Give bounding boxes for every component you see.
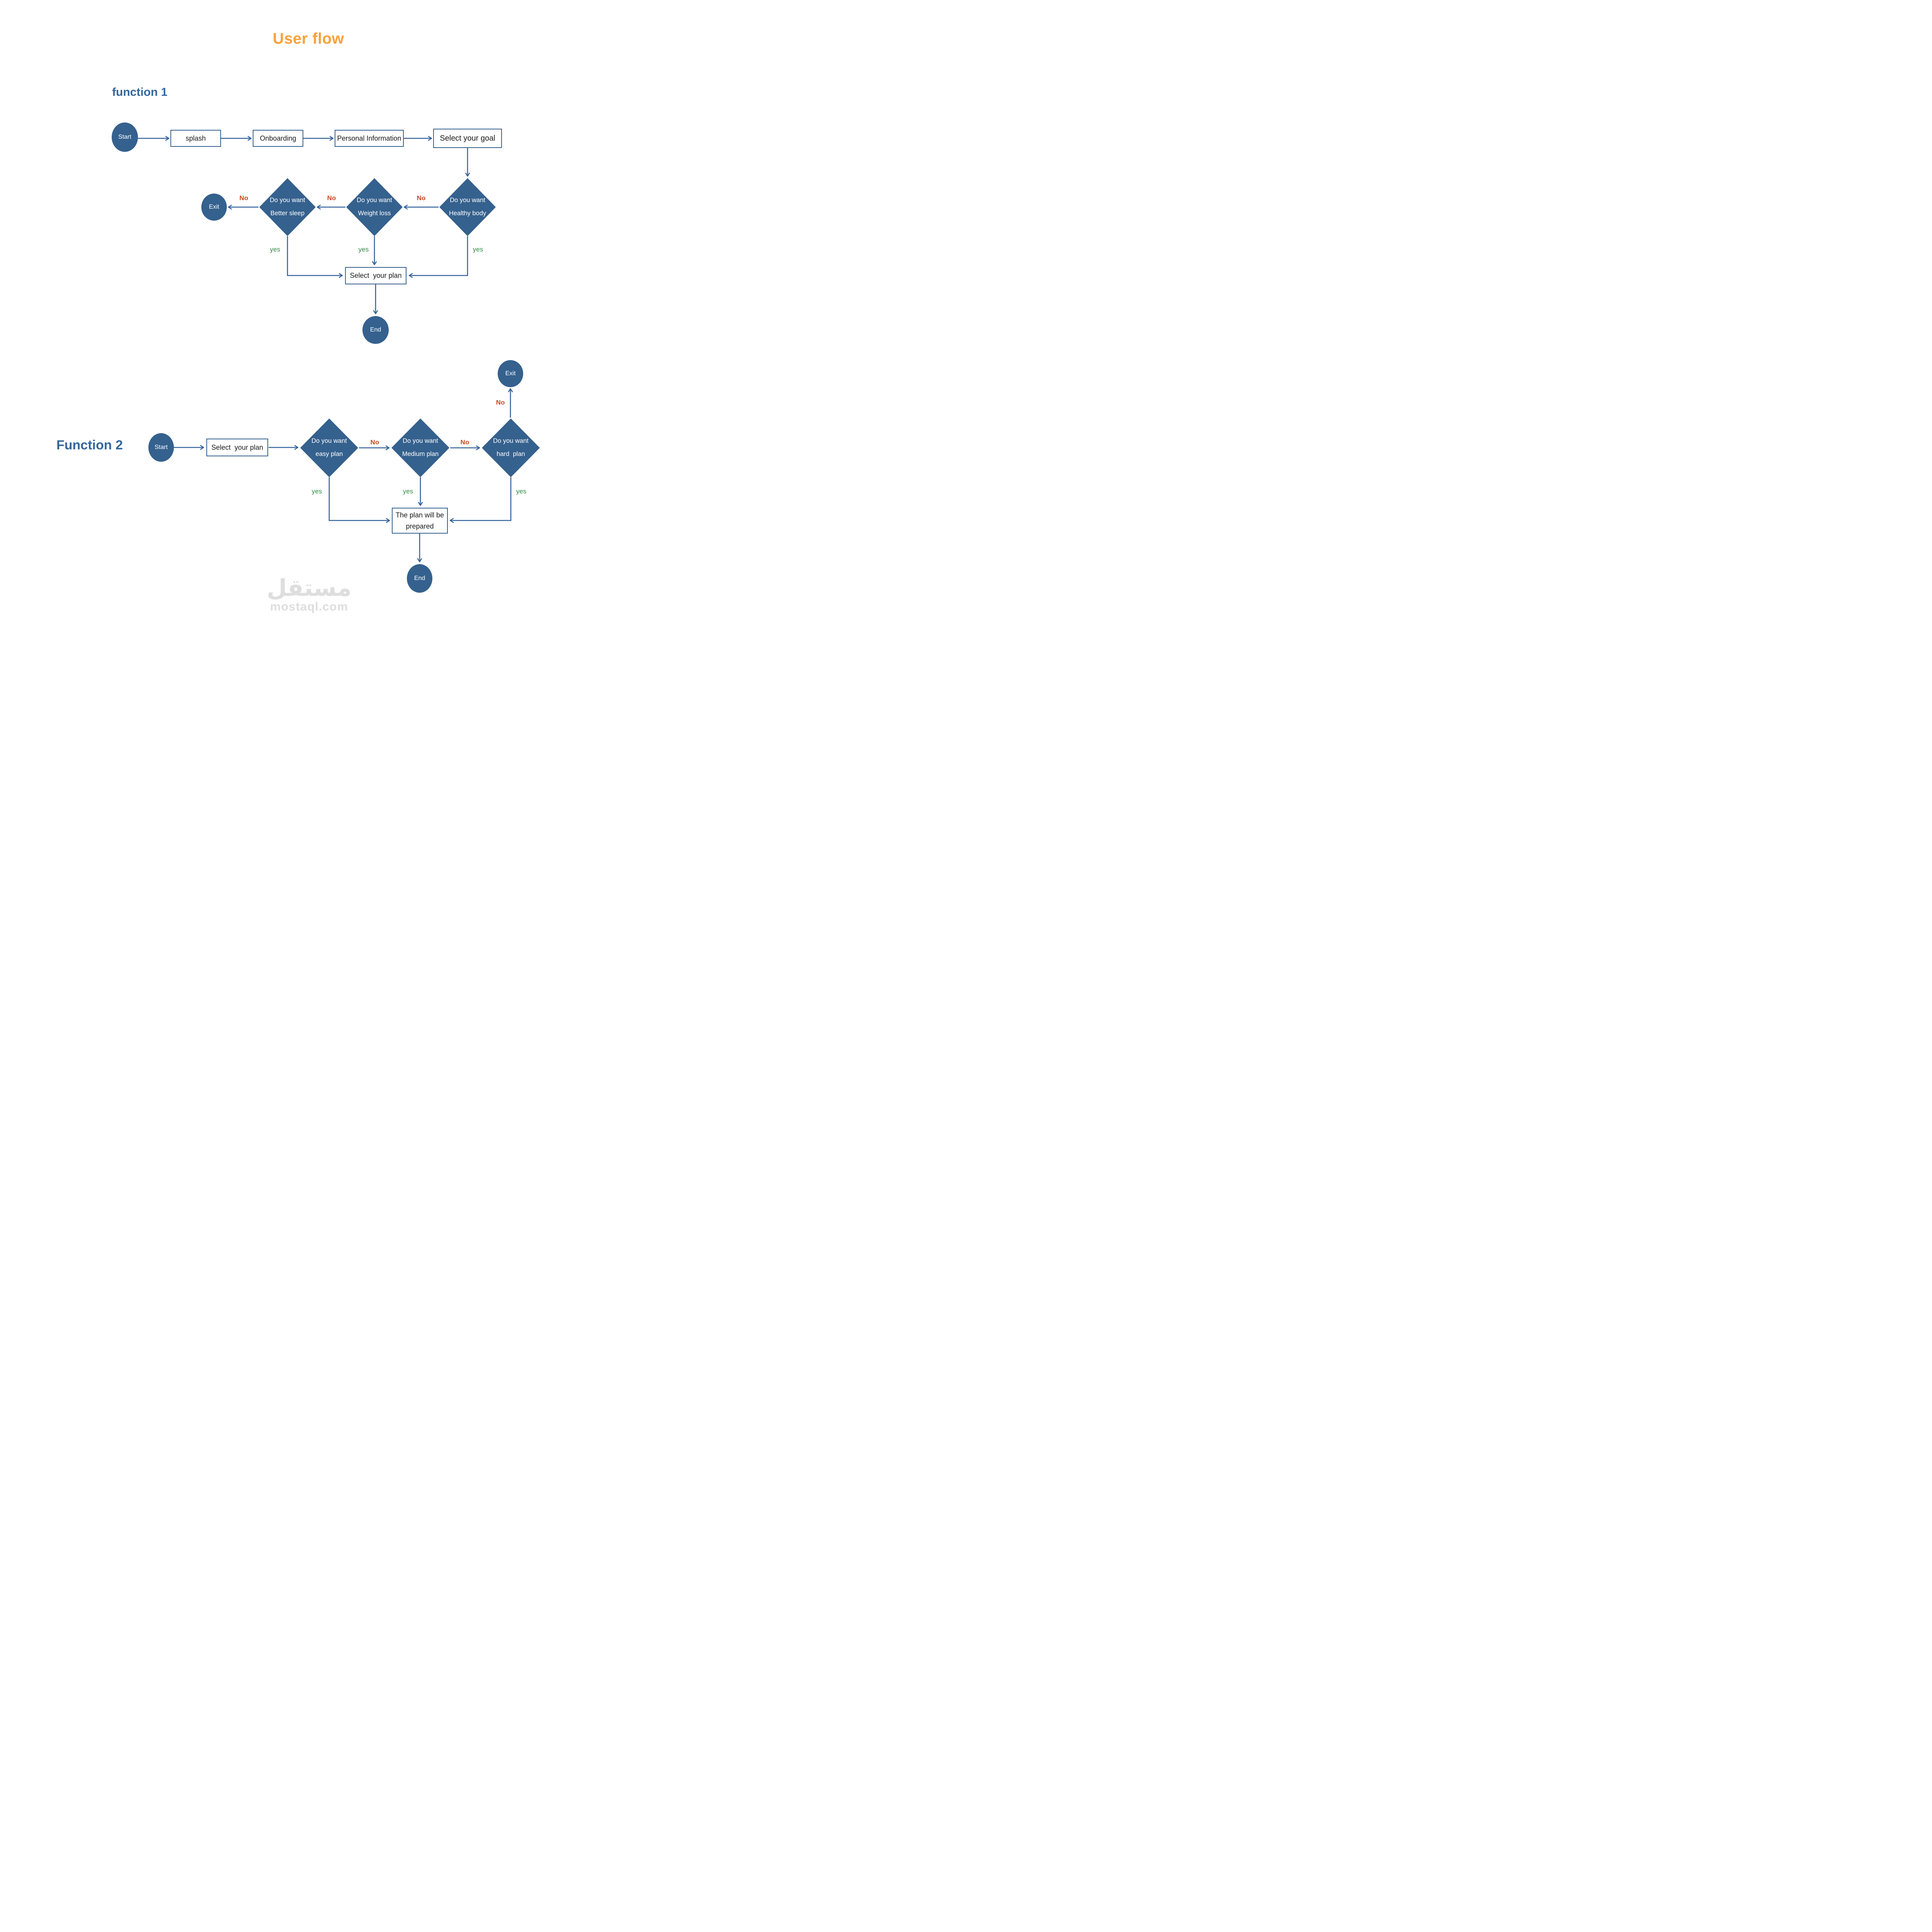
select-goal-label: Select your goal: [440, 134, 495, 143]
user-flow-diagram: User flow function 1 Start splash Onboar…: [0, 0, 618, 621]
function2-start-node: Start: [148, 433, 174, 462]
watermark-domain: mostaql.com: [270, 600, 349, 613]
connector-layer: [138, 136, 513, 563]
function2-label: Function 2: [56, 438, 123, 452]
arrow-yes-healthy-plan: [408, 236, 468, 278]
function1-select-plan-step: Select your plan: [345, 267, 406, 284]
decision-text: Do you want: [357, 197, 392, 204]
edge-label-no: No: [370, 439, 379, 446]
function2-end-node: End: [407, 564, 432, 593]
decision-text: Do you want: [270, 197, 305, 204]
arrow-yes-easy-prepared: [328, 477, 390, 523]
decision-text: Do you want: [493, 437, 529, 445]
exit-label: Exit: [209, 204, 219, 210]
select-plan-label: Select your plan: [350, 272, 402, 279]
personal-information-label: Personal Information: [337, 134, 401, 142]
decision-text: Better sleep: [270, 210, 305, 217]
decision-text: Do you want: [450, 197, 485, 204]
edge-label-no: No: [327, 194, 336, 202]
edge-label-no: No: [496, 399, 505, 406]
arrow-yes-hard-prepared: [449, 477, 512, 523]
edge-label-no: No: [460, 439, 469, 446]
decision-text: Do you want: [311, 437, 347, 445]
onboarding-label: Onboarding: [260, 134, 296, 142]
mostaql-watermark: مستقل mostaql.com: [267, 575, 352, 613]
page-title: User flow: [272, 30, 344, 47]
edge-label-yes: yes: [311, 488, 322, 495]
arrow-yes-sleep-plan: [287, 236, 343, 278]
watermark-arabic-logo: مستقل: [267, 575, 352, 601]
function1-select-goal-step: Select your goal: [433, 129, 502, 148]
decision-text: hard plan: [497, 451, 525, 457]
function1-exit-node: Exit: [201, 194, 227, 221]
end-label: End: [414, 575, 425, 582]
end-label: End: [370, 327, 381, 333]
splash-label: splash: [185, 134, 206, 142]
function1-label: function 1: [112, 86, 168, 99]
select-plan-label: Select your plan: [211, 443, 264, 451]
edge-label-yes: yes: [270, 246, 281, 253]
edge-label-yes: yes: [358, 246, 369, 253]
function2-exit-node: Exit: [498, 360, 523, 387]
function1-personal-information-step: Personal Information: [335, 130, 404, 147]
edge-label-yes: yes: [516, 488, 527, 495]
prepared-text: prepared: [406, 522, 434, 530]
decision-text: easy plan: [315, 451, 343, 457]
decision-text: Do you want: [403, 437, 438, 445]
function2-plan-prepared-step: The plan will be prepared: [392, 508, 448, 534]
edge-label-no: No: [239, 194, 248, 202]
edge-label-yes: yes: [473, 246, 483, 253]
edge-label-yes: yes: [403, 488, 413, 495]
function1-end-node: End: [362, 316, 389, 344]
function1-start-node: Start: [112, 122, 138, 152]
decision-text: Healthy body: [449, 210, 486, 217]
decision-text: Medium plan: [402, 451, 439, 457]
prepared-text: The plan will be: [395, 511, 444, 519]
function2-select-plan-step: Select your plan: [206, 439, 268, 456]
start-label: Start: [155, 444, 168, 451]
start-label: Start: [118, 134, 131, 140]
exit-label: Exit: [505, 370, 516, 377]
function1-splash-step: splash: [170, 130, 221, 147]
function1-onboarding-step: Onboarding: [253, 130, 303, 147]
decision-text: Weight loss: [358, 210, 391, 217]
edge-label-no: No: [417, 194, 426, 202]
